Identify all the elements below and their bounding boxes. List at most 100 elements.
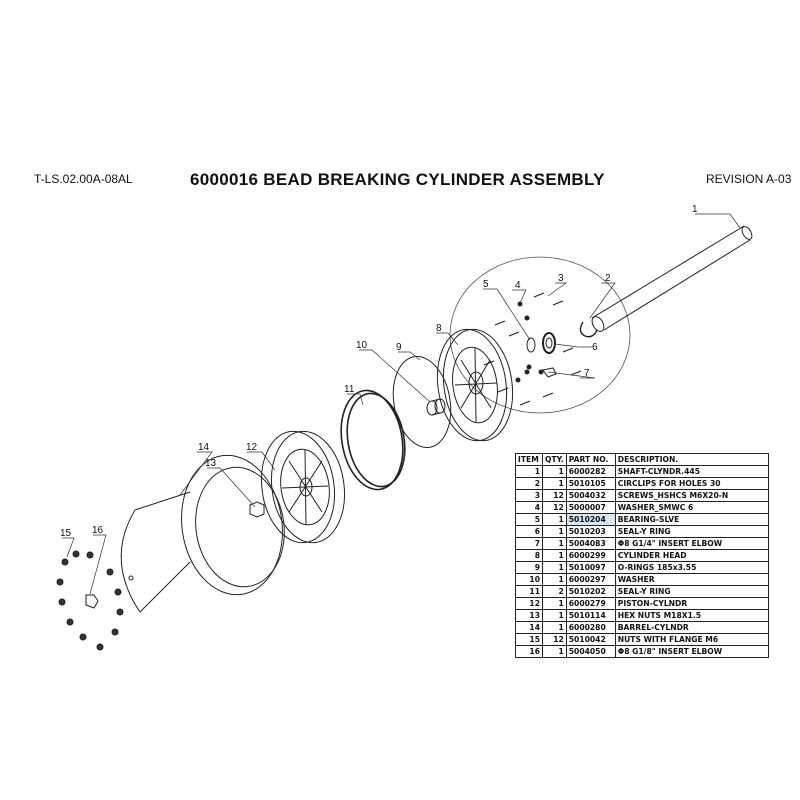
col-header-item: ITEM — [515, 453, 543, 466]
bearing-part — [526, 337, 536, 353]
cell-description: SEAL-Y RING — [614, 525, 769, 538]
cylinder-head-part — [436, 328, 514, 442]
cell-description: BARREL-CYLNDR — [614, 621, 769, 634]
callout-7: 7 — [584, 368, 590, 379]
callout-labels: 1 2 3 4 5 6 7 8 9 10 11 12 13 14 15 16 — [60, 204, 698, 539]
cell-qty: 2 — [542, 585, 567, 598]
cell-item: 11 — [515, 585, 543, 598]
cell-description: WASHER_SMWC 6 — [614, 501, 769, 514]
cell-item: 10 — [515, 573, 543, 586]
cell-qty: 1 — [542, 573, 567, 586]
cell-qty: 1 — [542, 609, 567, 622]
cell-part-no: 5004032 — [565, 489, 616, 502]
cell-part-no: 5010105 — [565, 477, 616, 490]
callout-14: 14 — [198, 442, 210, 453]
detail-circle — [449, 256, 631, 414]
cell-qty: 1 — [542, 645, 567, 658]
cell-item: 3 — [515, 489, 543, 502]
washers-group — [515, 301, 544, 383]
hex-nut-part — [249, 501, 265, 518]
bom-header-row: ITEM QTY. PART NO. DESCRIPTION. — [515, 453, 769, 466]
cell-qty: 1 — [542, 465, 567, 478]
cell-part-no: 5010097 — [565, 561, 616, 574]
cell-description: O-RINGS 185x3.55 — [614, 561, 769, 574]
callout-8: 8 — [436, 323, 442, 334]
insert-elbow-part — [542, 367, 557, 378]
callout-16: 16 — [92, 525, 104, 536]
cell-description: SCREWS_HSHCS M6X20-N — [614, 489, 769, 502]
callout-6: 6 — [592, 342, 598, 353]
cell-description: HEX NUTS M18X1.5 — [614, 609, 769, 622]
cell-description: CYLINDER HEAD — [614, 549, 769, 562]
cell-description: NUTS WITH FLANGE M6 — [614, 633, 769, 646]
cell-item: 12 — [515, 597, 543, 610]
cell-description: Φ8 G1/4" INSERT ELBOW — [614, 537, 769, 550]
callout-9: 9 — [396, 342, 402, 353]
cell-part-no: 5010042 — [565, 633, 616, 646]
elbow-fitting-part — [85, 594, 99, 609]
col-header-part-no: PART NO. — [565, 453, 616, 466]
cell-part-no: 5010204 — [565, 513, 616, 526]
callout-2: 2 — [605, 273, 611, 284]
callout-13: 13 — [205, 458, 217, 469]
cell-description: SEAL-Y RING — [614, 585, 769, 598]
cell-item: 1 — [515, 465, 543, 478]
cell-description: PISTON-CYLNDR — [614, 597, 769, 610]
callout-15: 15 — [60, 528, 72, 539]
cell-qty: 1 — [542, 477, 567, 490]
shaft-part — [591, 225, 753, 332]
cell-part-no: 5010203 — [565, 525, 616, 538]
callout-10: 10 — [356, 340, 368, 351]
cell-qty: 1 — [542, 513, 567, 526]
washer-part — [426, 398, 446, 416]
cell-qty: 1 — [542, 597, 567, 610]
cell-qty: 12 — [542, 633, 567, 646]
cell-item: 7 — [515, 537, 543, 550]
cell-part-no: 6000299 — [565, 549, 616, 562]
cell-qty: 12 — [542, 501, 567, 514]
cell-item: 9 — [515, 561, 543, 574]
cell-description: WASHER — [614, 573, 769, 586]
cell-item: 16 — [515, 645, 543, 658]
cell-part-no: 5010114 — [565, 609, 616, 622]
document-code: T-LS.02.00A-08AL — [34, 172, 133, 186]
cell-item: 15 — [515, 633, 543, 646]
cell-qty: 1 — [542, 621, 567, 634]
callout-5: 5 — [483, 279, 489, 290]
seal-part — [542, 332, 556, 354]
cell-description: SHAFT-CLYNDR.445 — [614, 465, 769, 478]
cell-qty: 12 — [542, 489, 567, 502]
cell-item: 5 — [515, 513, 543, 526]
cell-part-no: 6000280 — [565, 621, 616, 634]
piston-part — [261, 430, 345, 544]
callout-1: 1 — [692, 204, 698, 215]
cell-qty: 1 — [542, 561, 567, 574]
cell-description: Φ8 G1/8" INSERT ELBOW — [614, 645, 769, 658]
o-ring-part — [392, 355, 452, 449]
flange-nuts-group — [56, 550, 124, 651]
callout-3: 3 — [558, 273, 564, 284]
cell-item: 14 — [515, 621, 543, 634]
barrel-part — [120, 454, 285, 613]
cell-qty: 1 — [542, 549, 567, 562]
seal-y-ring-part — [340, 389, 406, 491]
document-title: 6000016 BEAD BREAKING CYLINDER ASSEMBLY — [190, 170, 605, 189]
circlip-part — [579, 321, 598, 338]
cell-description: CIRCLIPS FOR HOLES 30 — [614, 477, 769, 490]
